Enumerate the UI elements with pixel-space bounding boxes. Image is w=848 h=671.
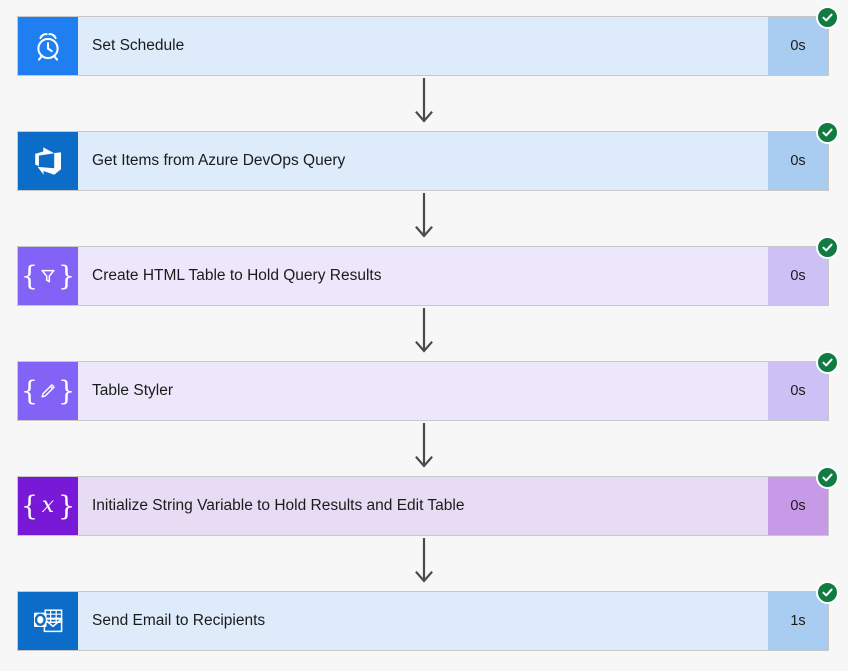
- outlook-icon: [18, 592, 78, 650]
- step-title: Create HTML Table to Hold Query Results: [92, 267, 382, 284]
- arrow-down-icon: [409, 78, 439, 126]
- check-circle-icon: [816, 351, 839, 374]
- step-title: Table Styler: [92, 382, 173, 399]
- check-circle-icon: [816, 466, 839, 489]
- workflow-step-card[interactable]: Send Email to Recipients 1s: [17, 581, 839, 651]
- step-duration: 0s: [768, 17, 828, 75]
- arrow-down-icon: [409, 538, 439, 586]
- alarm-clock-icon: [18, 17, 78, 75]
- step-duration: 0s: [768, 362, 828, 420]
- arrow-down-icon: [409, 423, 439, 471]
- check-circle-icon: [816, 6, 839, 29]
- step-title-area[interactable]: Table Styler: [78, 362, 768, 420]
- step-duration: 1s: [768, 592, 828, 650]
- step-title: Initialize String Variable to Hold Resul…: [92, 497, 465, 514]
- step-duration: 0s: [768, 247, 828, 305]
- step-title-area[interactable]: Initialize String Variable to Hold Resul…: [78, 477, 768, 535]
- workflow-step-card[interactable]: {x} Initialize String Variable to Hold Re…: [17, 466, 839, 536]
- step-title-area[interactable]: Get Items from Azure DevOps Query: [78, 132, 768, 190]
- check-circle-icon: [816, 581, 839, 604]
- filter-braces-icon: {}: [18, 247, 78, 305]
- check-circle-icon: [816, 236, 839, 259]
- step-title: Send Email to Recipients: [92, 612, 266, 629]
- step-title: Get Items from Azure DevOps Query: [92, 152, 346, 169]
- check-circle-icon: [816, 121, 839, 144]
- step-title-area[interactable]: Create HTML Table to Hold Query Results: [78, 247, 768, 305]
- arrow-down-icon: [409, 193, 439, 241]
- step-duration: 0s: [768, 477, 828, 535]
- step-title-area[interactable]: Send Email to Recipients: [78, 592, 768, 650]
- workflow-step-card[interactable]: Get Items from Azure DevOps Query 0s: [17, 121, 839, 191]
- step-title: Set Schedule: [92, 37, 185, 54]
- workflow-step-card[interactable]: {} Table Styler 0s: [17, 351, 839, 421]
- step-duration: 0s: [768, 132, 828, 190]
- workflow-step-card[interactable]: {} Create HTML Table to Hold Query Result…: [17, 236, 839, 306]
- workflow-step-card[interactable]: Set Schedule 0s: [17, 6, 839, 76]
- variable-x-icon: {x}: [18, 477, 78, 535]
- pencil-braces-icon: {}: [18, 362, 78, 420]
- arrow-down-icon: [409, 308, 439, 356]
- step-title-area[interactable]: Set Schedule: [78, 17, 768, 75]
- azure-devops-icon: [18, 132, 78, 190]
